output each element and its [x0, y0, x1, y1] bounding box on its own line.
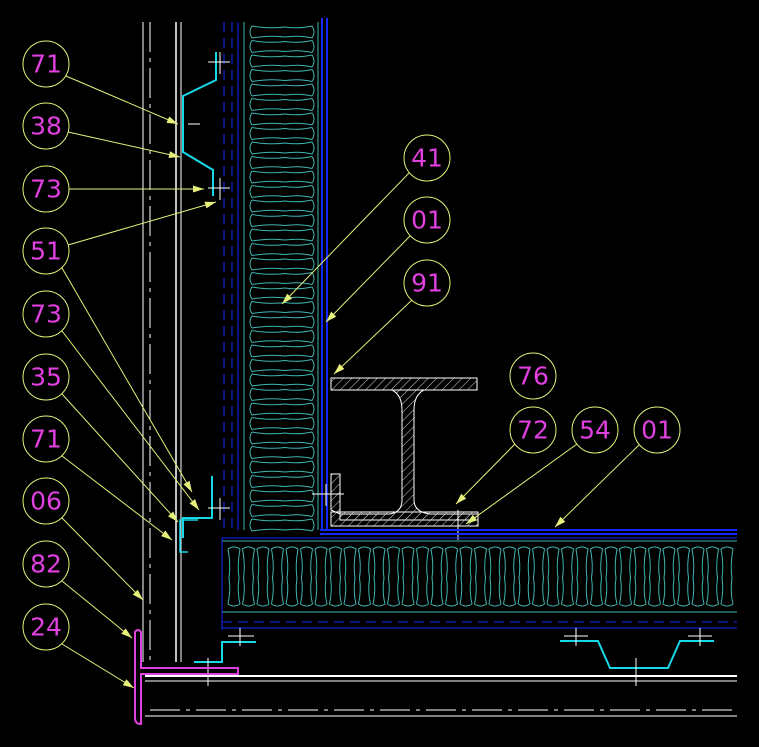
tag-71-upper: 71: [22, 40, 70, 88]
wall-steel-liner: [321, 18, 328, 530]
leader-lines: [61, 75, 640, 689]
svg-text:82: 82: [30, 550, 62, 579]
svg-text:51: 51: [30, 237, 62, 266]
wall-cladding-lines: [142, 22, 182, 662]
svg-text:91: 91: [411, 269, 443, 298]
corner-profile: [194, 628, 256, 686]
tag-24: 24: [22, 603, 70, 651]
svg-text:24: 24: [30, 613, 62, 642]
tag-51: 51: [22, 227, 70, 275]
steel-i-beam: [312, 377, 479, 540]
roof-liner-sheet: [222, 529, 737, 539]
tag-38: 38: [22, 102, 70, 150]
tag-73-upper: 73: [22, 165, 70, 213]
wall-liner-lines: [223, 22, 239, 530]
tag-41: 41: [403, 134, 451, 182]
roof-lower-lines: [221, 538, 737, 630]
tag-54: 54: [571, 406, 619, 454]
svg-text:01: 01: [411, 206, 443, 235]
tag-72: 72: [509, 406, 557, 454]
svg-text:38: 38: [30, 112, 62, 141]
svg-text:76: 76: [517, 362, 549, 391]
svg-text:41: 41: [411, 144, 443, 173]
svg-text:72: 72: [517, 416, 549, 445]
z-profile-bottom: [179, 476, 230, 553]
tag-76: 76: [509, 352, 557, 400]
svg-text:54: 54: [579, 416, 611, 445]
z-profile-top: [182, 52, 230, 200]
base-sheet-lines: [145, 675, 737, 717]
svg-text:73: 73: [30, 300, 62, 329]
svg-text:73: 73: [30, 175, 62, 204]
roof-insulation: [222, 540, 737, 613]
tag-06: 06: [22, 477, 70, 525]
svg-text:71: 71: [30, 50, 62, 79]
tag-91: 91: [403, 259, 451, 307]
tag-73-lower: 73: [22, 290, 70, 338]
wall-insulation: [243, 22, 319, 532]
tag-01-upper: 01: [403, 196, 451, 244]
tag-71-lower: 71: [22, 415, 70, 463]
omega-profile: [560, 628, 714, 686]
tag-82: 82: [22, 540, 70, 588]
tag-01-lower: 01: [633, 406, 681, 454]
magenta-flashing: [134, 629, 239, 726]
svg-text:71: 71: [30, 425, 62, 454]
svg-text:01: 01: [641, 416, 673, 445]
svg-text:06: 06: [30, 487, 62, 516]
svg-text:35: 35: [30, 363, 62, 392]
tag-35: 35: [22, 353, 70, 401]
